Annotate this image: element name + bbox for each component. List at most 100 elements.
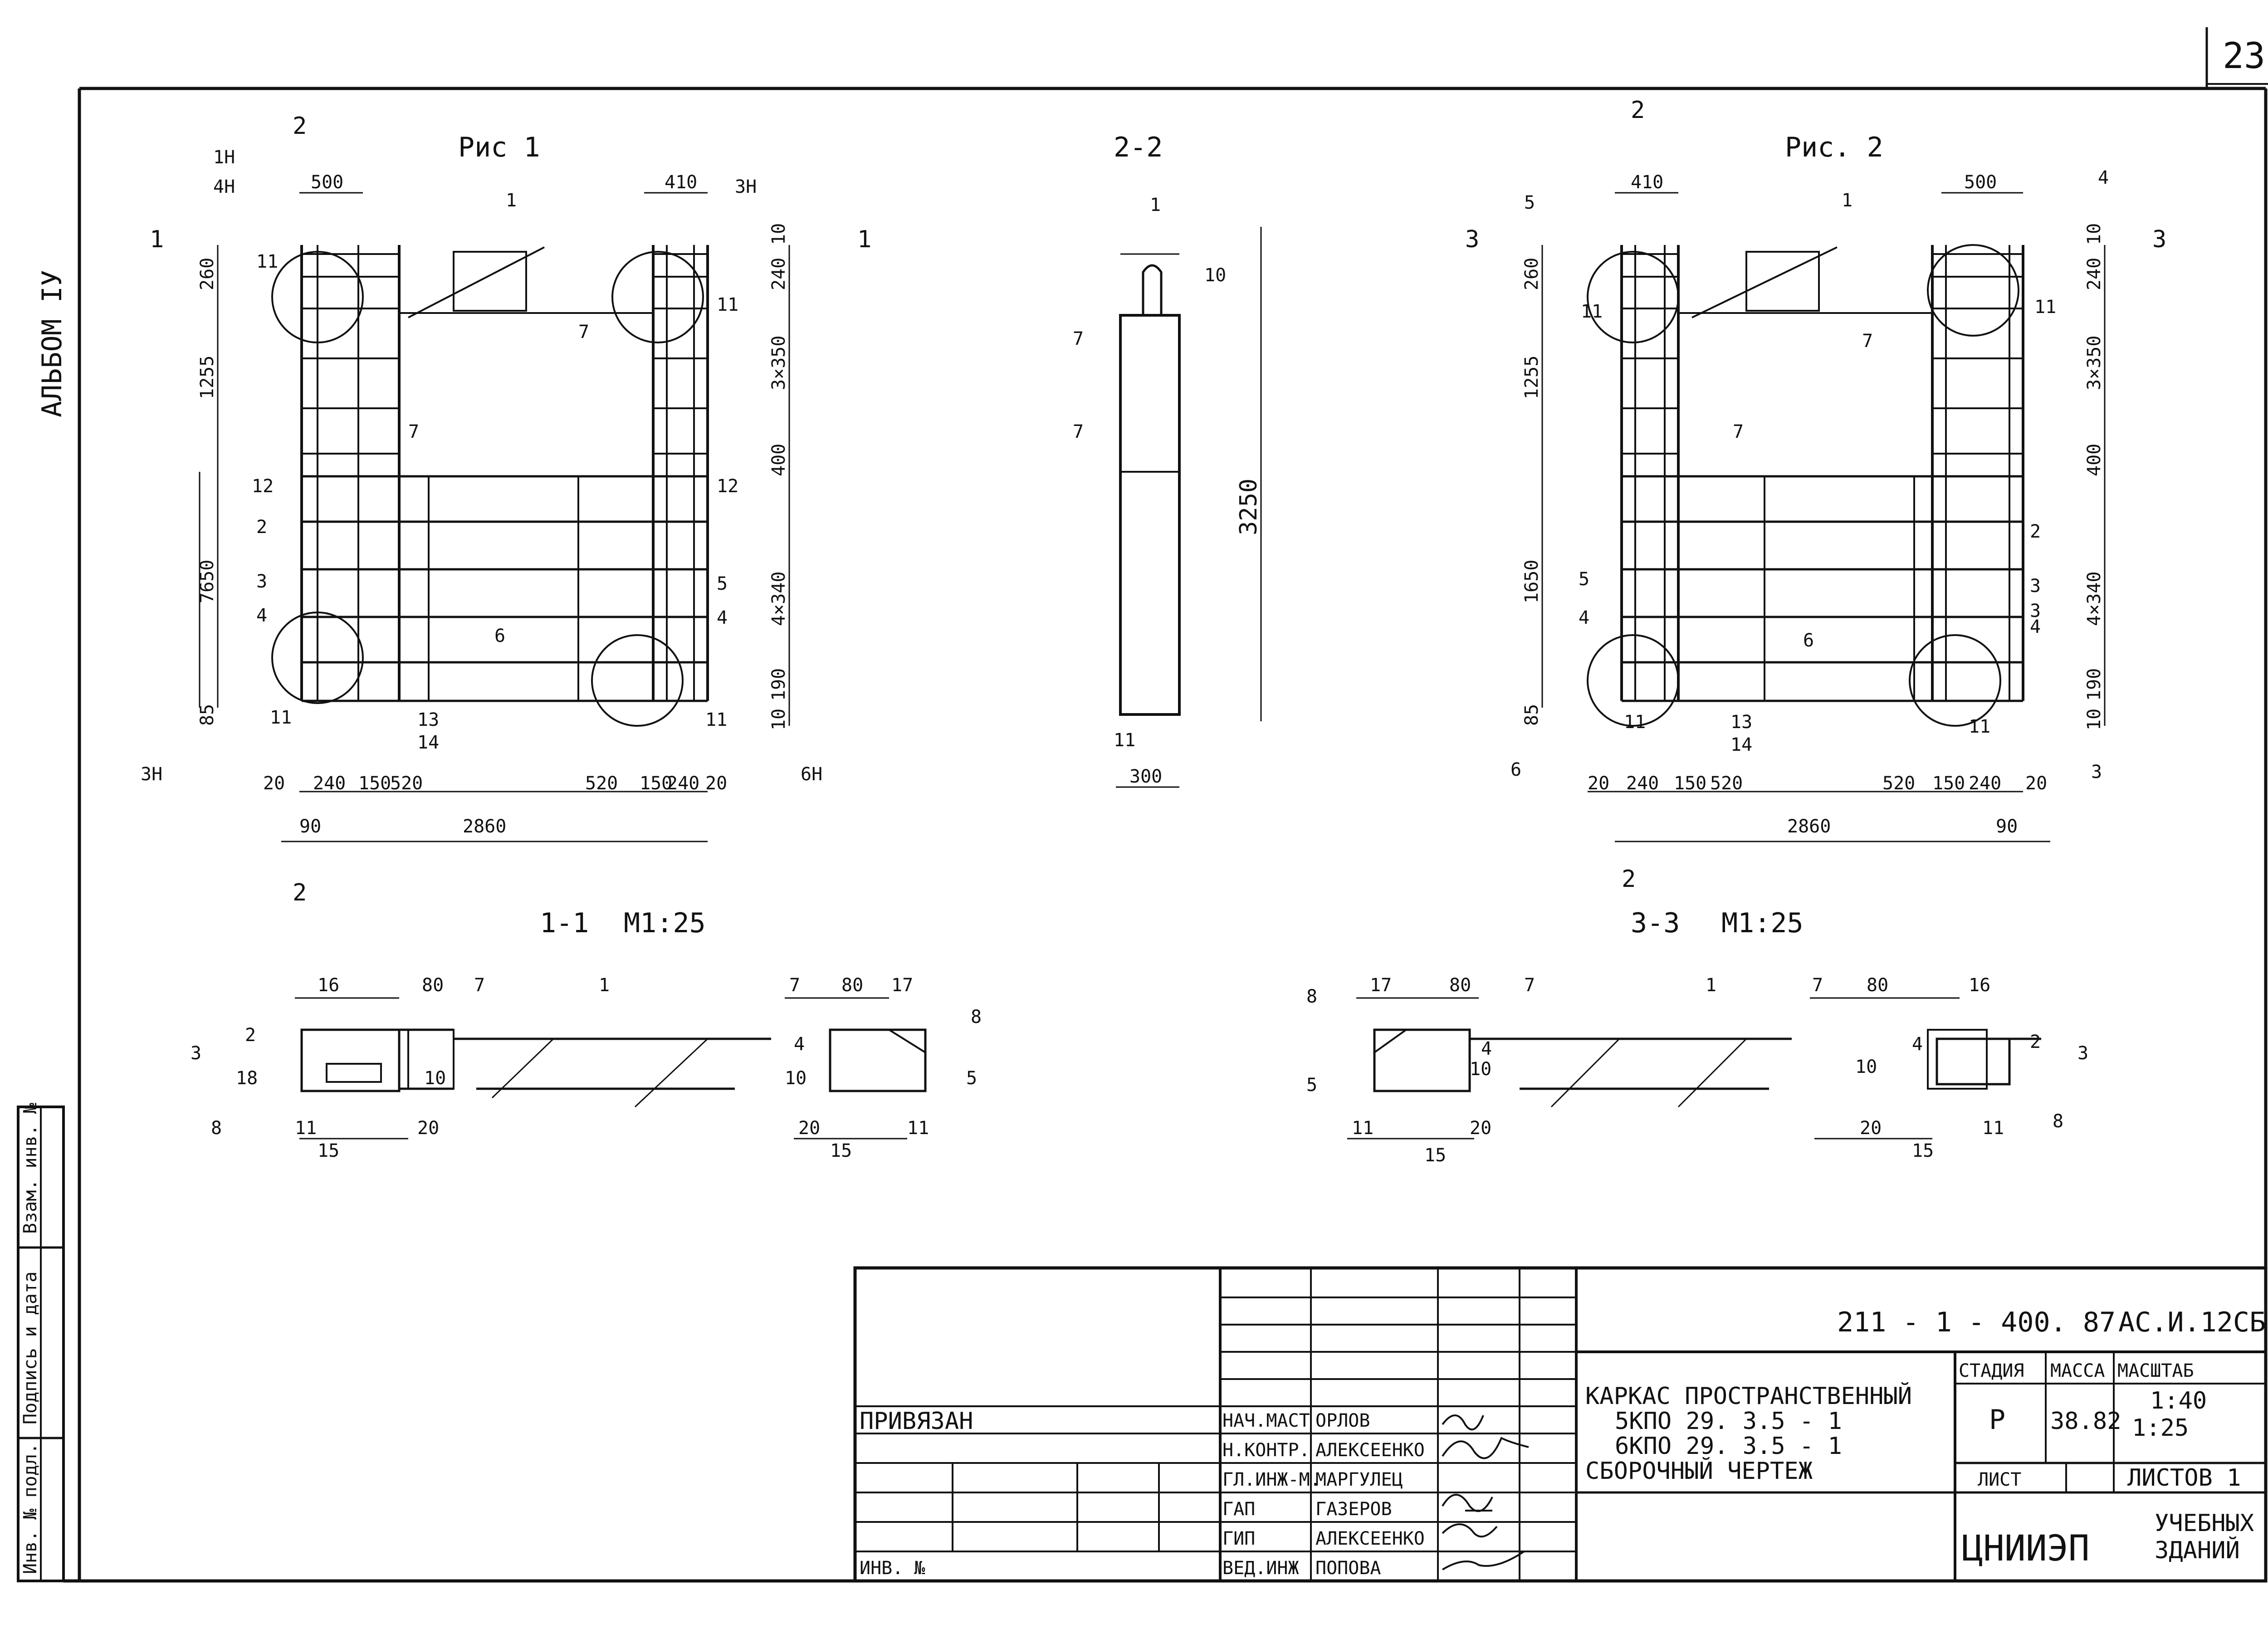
tb-inv-no: ИНВ. № — [860, 1558, 925, 1579]
tb-role-2: ГЛ.ИНЖ-М. — [1222, 1469, 1321, 1490]
sec11-label-9: 2 — [245, 1025, 256, 1046]
sec33-label-16: 15 — [1912, 1140, 1934, 1161]
fig1-pos-14: 14 — [417, 732, 439, 753]
fig1-dim-left-2: 7650 — [197, 560, 218, 603]
sec11-label-0: 16 — [318, 975, 339, 996]
fig1-node-2: 3Н — [735, 176, 757, 197]
tb-name-3: 6КПО 29. 3.5 - 1 — [1615, 1433, 1842, 1460]
side-stamp-vzam: Взам. инв. № — [20, 1103, 41, 1234]
fig1-pos-5: 5 — [717, 573, 728, 594]
tb-role-4: ГИП — [1222, 1528, 1255, 1549]
fig1-dim-left-3: 85 — [197, 704, 218, 726]
fig2-dim-top-1: 500 — [1964, 172, 1997, 193]
fig2-pos-7b: 7 — [1733, 421, 1744, 442]
tb-person-2: МАРГУЛЕЦ — [1315, 1469, 1403, 1490]
fig2-pos-11c: 11 — [1624, 712, 1646, 733]
sec22-pos-7a: 7 — [1073, 328, 1084, 349]
sec11-label-6: 17 — [891, 975, 913, 996]
fig1-dim-bottom-0: 20 — [263, 773, 285, 794]
fig1-node-1: 4Н — [213, 176, 235, 197]
fig2-dim-right-1: 240 — [2084, 258, 2105, 290]
fig2-drawing — [1541, 192, 2106, 842]
side-stamp-podpis: Подпись и дата — [20, 1272, 41, 1424]
fig2-cut-left: 3 — [1465, 226, 1479, 253]
sec33-drawing — [1347, 997, 2041, 1140]
sec22-pos-7b: 7 — [1073, 421, 1084, 442]
tb-person-3: ГАЗЕРОВ — [1315, 1499, 1392, 1520]
sec11-title: 1-1 — [540, 907, 589, 939]
fig1-dim-top-0: 500 — [311, 172, 343, 193]
fig2-pos-1: 1 — [1842, 190, 1853, 211]
tb-person-4: АЛЕКСЕЕНКО — [1315, 1528, 1425, 1549]
fig2-pos-4a: 4 — [2098, 167, 2109, 188]
fig1-pos-13: 13 — [417, 709, 439, 730]
sec11-label-17: 10 — [785, 1068, 807, 1089]
signatures — [1442, 1414, 1529, 1570]
fig1-pos-3: 3 — [256, 571, 267, 592]
sec22-pos-1: 1 — [1150, 195, 1161, 215]
tb-role-3: ГАП — [1222, 1499, 1255, 1520]
fig2-dim-bottom-7: 20 — [2025, 773, 2047, 794]
fig1-dim-bottom-1: 240 — [313, 773, 346, 794]
tb-sheets-hdr: ЛИСТОВ 1 — [2127, 1464, 2241, 1492]
fig1-dim-total-1: 2860 — [463, 816, 506, 837]
fig1-dim-bottom-4: 520 — [585, 773, 618, 794]
sec33-label-6: 80 — [1867, 975, 1888, 996]
fig2-dim-total-0: 2860 — [1787, 816, 1831, 837]
tb-scale-1: 1:40 — [2150, 1387, 2207, 1414]
fig2-pos-5b: 5 — [1579, 569, 1589, 590]
sec33-label-11: 11 — [1352, 1118, 1374, 1139]
fig2-pos-4b: 4 — [1579, 607, 1589, 628]
fig1-pos-12b: 12 — [717, 476, 738, 497]
fig2-section-bottom: 2 — [1622, 866, 1636, 893]
tb-stage-hdr: СТАДИЯ — [1959, 1360, 2024, 1381]
fig2-dim-total-1: 90 — [1996, 816, 2018, 837]
tb-sheet-code: АС.И.12СБ — [2118, 1306, 2266, 1338]
fig2-pos-3c: 3 — [2091, 762, 2102, 783]
sec11-label-2: 7 — [474, 975, 485, 996]
sec11-label-21: 11 — [907, 1118, 929, 1139]
sec33-label-14: 10 — [1855, 1057, 1877, 1077]
sec11-label-16: 4 — [794, 1034, 805, 1055]
fig1-pos-4a: 4 — [256, 605, 267, 626]
sec33-label-21: 4 — [1912, 1034, 1923, 1055]
sec33-label-3: 7 — [1524, 975, 1535, 996]
fig1-node-3: 3Н — [141, 764, 162, 785]
tb-name-0: ОРЛОВ — [1315, 1410, 1370, 1431]
tb-name-4: СБОРОЧНЫЙ ЧЕРТЕЖ — [1585, 1457, 1813, 1485]
fig2-dim-right-4: 4×340 — [2084, 572, 2105, 626]
fig1-dim-bottom-6: 240 — [667, 773, 699, 794]
sec22-dim-0: 3250 — [1235, 479, 1262, 535]
fig2-dim-right-0: 10 — [2084, 223, 2105, 245]
album-label: АЛЬБОМ IУ — [36, 270, 68, 417]
fig2-pos-11b: 11 — [2034, 297, 2056, 318]
fig2-dim-bottom-5: 150 — [1932, 773, 1965, 794]
fig1-dim-bottom-2: 150 — [358, 773, 391, 794]
fig1-dim-total-0: 90 — [299, 816, 321, 837]
tb-mass-hdr: МАССА — [2050, 1360, 2105, 1381]
sec11-label-14: 15 — [318, 1140, 339, 1161]
fig1-dim-bottom-3: 520 — [390, 773, 423, 794]
sec33-label-4: 1 — [1706, 975, 1716, 996]
fig2-dim-bottom-0: 20 — [1588, 773, 1609, 794]
fig1-dim-right-4: 4×340 — [768, 572, 789, 626]
fig2-pos-14: 14 — [1730, 734, 1752, 755]
fig2-dim-right-6: 10 — [2084, 709, 2105, 730]
fig2-pos-4c: 4 — [2030, 616, 2041, 637]
fig2-pos-11a: 11 — [1581, 301, 1603, 322]
sec11-label-18: 5 — [966, 1068, 977, 1089]
sec11-label-1: 80 — [422, 975, 444, 996]
tb-org-1: УЧЕБНЫХ — [2155, 1510, 2254, 1537]
sec33-label-13: 20 — [1470, 1118, 1491, 1139]
fig2-dim-right-3: 400 — [2084, 444, 2105, 476]
tb-name-1: КАРКАС ПРОСТРАНСТВЕННЫЙ — [1585, 1382, 1912, 1410]
fig1-title: Рис 1 — [458, 132, 540, 163]
tb-role-5: ВЕД.ИНЖ — [1222, 1558, 1299, 1579]
fig2-dim-right-5: 190 — [2084, 668, 2105, 701]
fig2-dim-right-2: 3×350 — [2084, 336, 2105, 390]
sec33-title: 3-3 — [1631, 907, 1680, 939]
fig1-node-4: 6Н — [801, 764, 822, 785]
fig1-pos-11a: 11 — [256, 251, 278, 272]
fig1-dim-right-1: 10 — [768, 223, 789, 245]
